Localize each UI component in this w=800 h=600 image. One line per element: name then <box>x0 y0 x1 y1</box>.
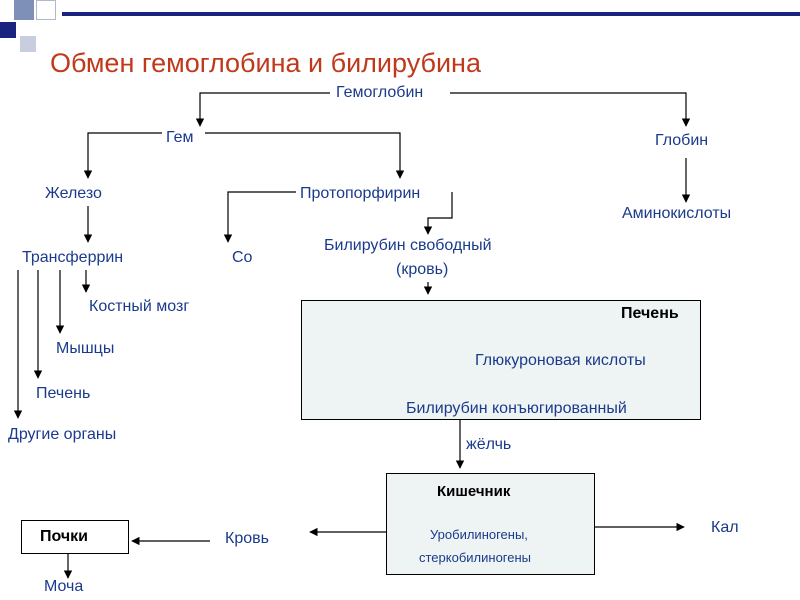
node-transferrin: Трансферрин <box>22 249 124 266</box>
corner-square-2 <box>0 22 16 38</box>
node-bilirubin-free-line2: (кровь) <box>396 261 449 278</box>
intestine-box <box>386 473 595 575</box>
node-other-organs: Другие органы <box>8 426 117 443</box>
node-blood: Кровь <box>225 530 269 547</box>
node-co: Со <box>232 249 253 266</box>
intestine-box-title: Кишечник <box>437 483 511 500</box>
liver-box-title: Печень <box>621 305 679 322</box>
node-bilirubin-conjugated: Билирубин конъюгированный <box>406 400 627 417</box>
node-bilirubin-free-line1: Билирубин свободный <box>324 237 492 254</box>
node-hemoglobin: Гемоглобин <box>336 84 424 101</box>
corner-square-4 <box>20 36 36 52</box>
liver-box <box>301 300 701 420</box>
node-amino-acids: Аминокислоты <box>622 205 732 222</box>
node-bile: жёлчь <box>466 436 512 453</box>
node-iron: Железо <box>45 185 102 202</box>
node-urine: Моча <box>44 578 84 595</box>
node-feces: Кал <box>711 519 739 536</box>
node-bone-marrow: Костный мозг <box>89 298 190 315</box>
kidneys-box <box>21 520 129 554</box>
node-stercobilinogens: стеркобилиногены <box>419 550 532 565</box>
node-liver-target: Печень <box>36 385 91 402</box>
node-globin: Глобин <box>655 132 709 149</box>
node-protoporphyrin: Протопорфирин <box>300 185 421 202</box>
kidneys-box-title: Почки <box>40 528 89 545</box>
corner-square-1 <box>14 0 34 20</box>
node-heme: Гем <box>166 129 194 146</box>
header-bar <box>62 12 800 16</box>
page-title: Обмен гемоглобина и билирубина <box>50 48 481 78</box>
node-urobilinogens: Уробилиногены, <box>430 527 528 542</box>
corner-square-3 <box>36 0 56 20</box>
node-muscles: Мышцы <box>56 340 115 357</box>
node-glucuronic-acid: Глюкуроновая кислоты <box>475 352 646 369</box>
